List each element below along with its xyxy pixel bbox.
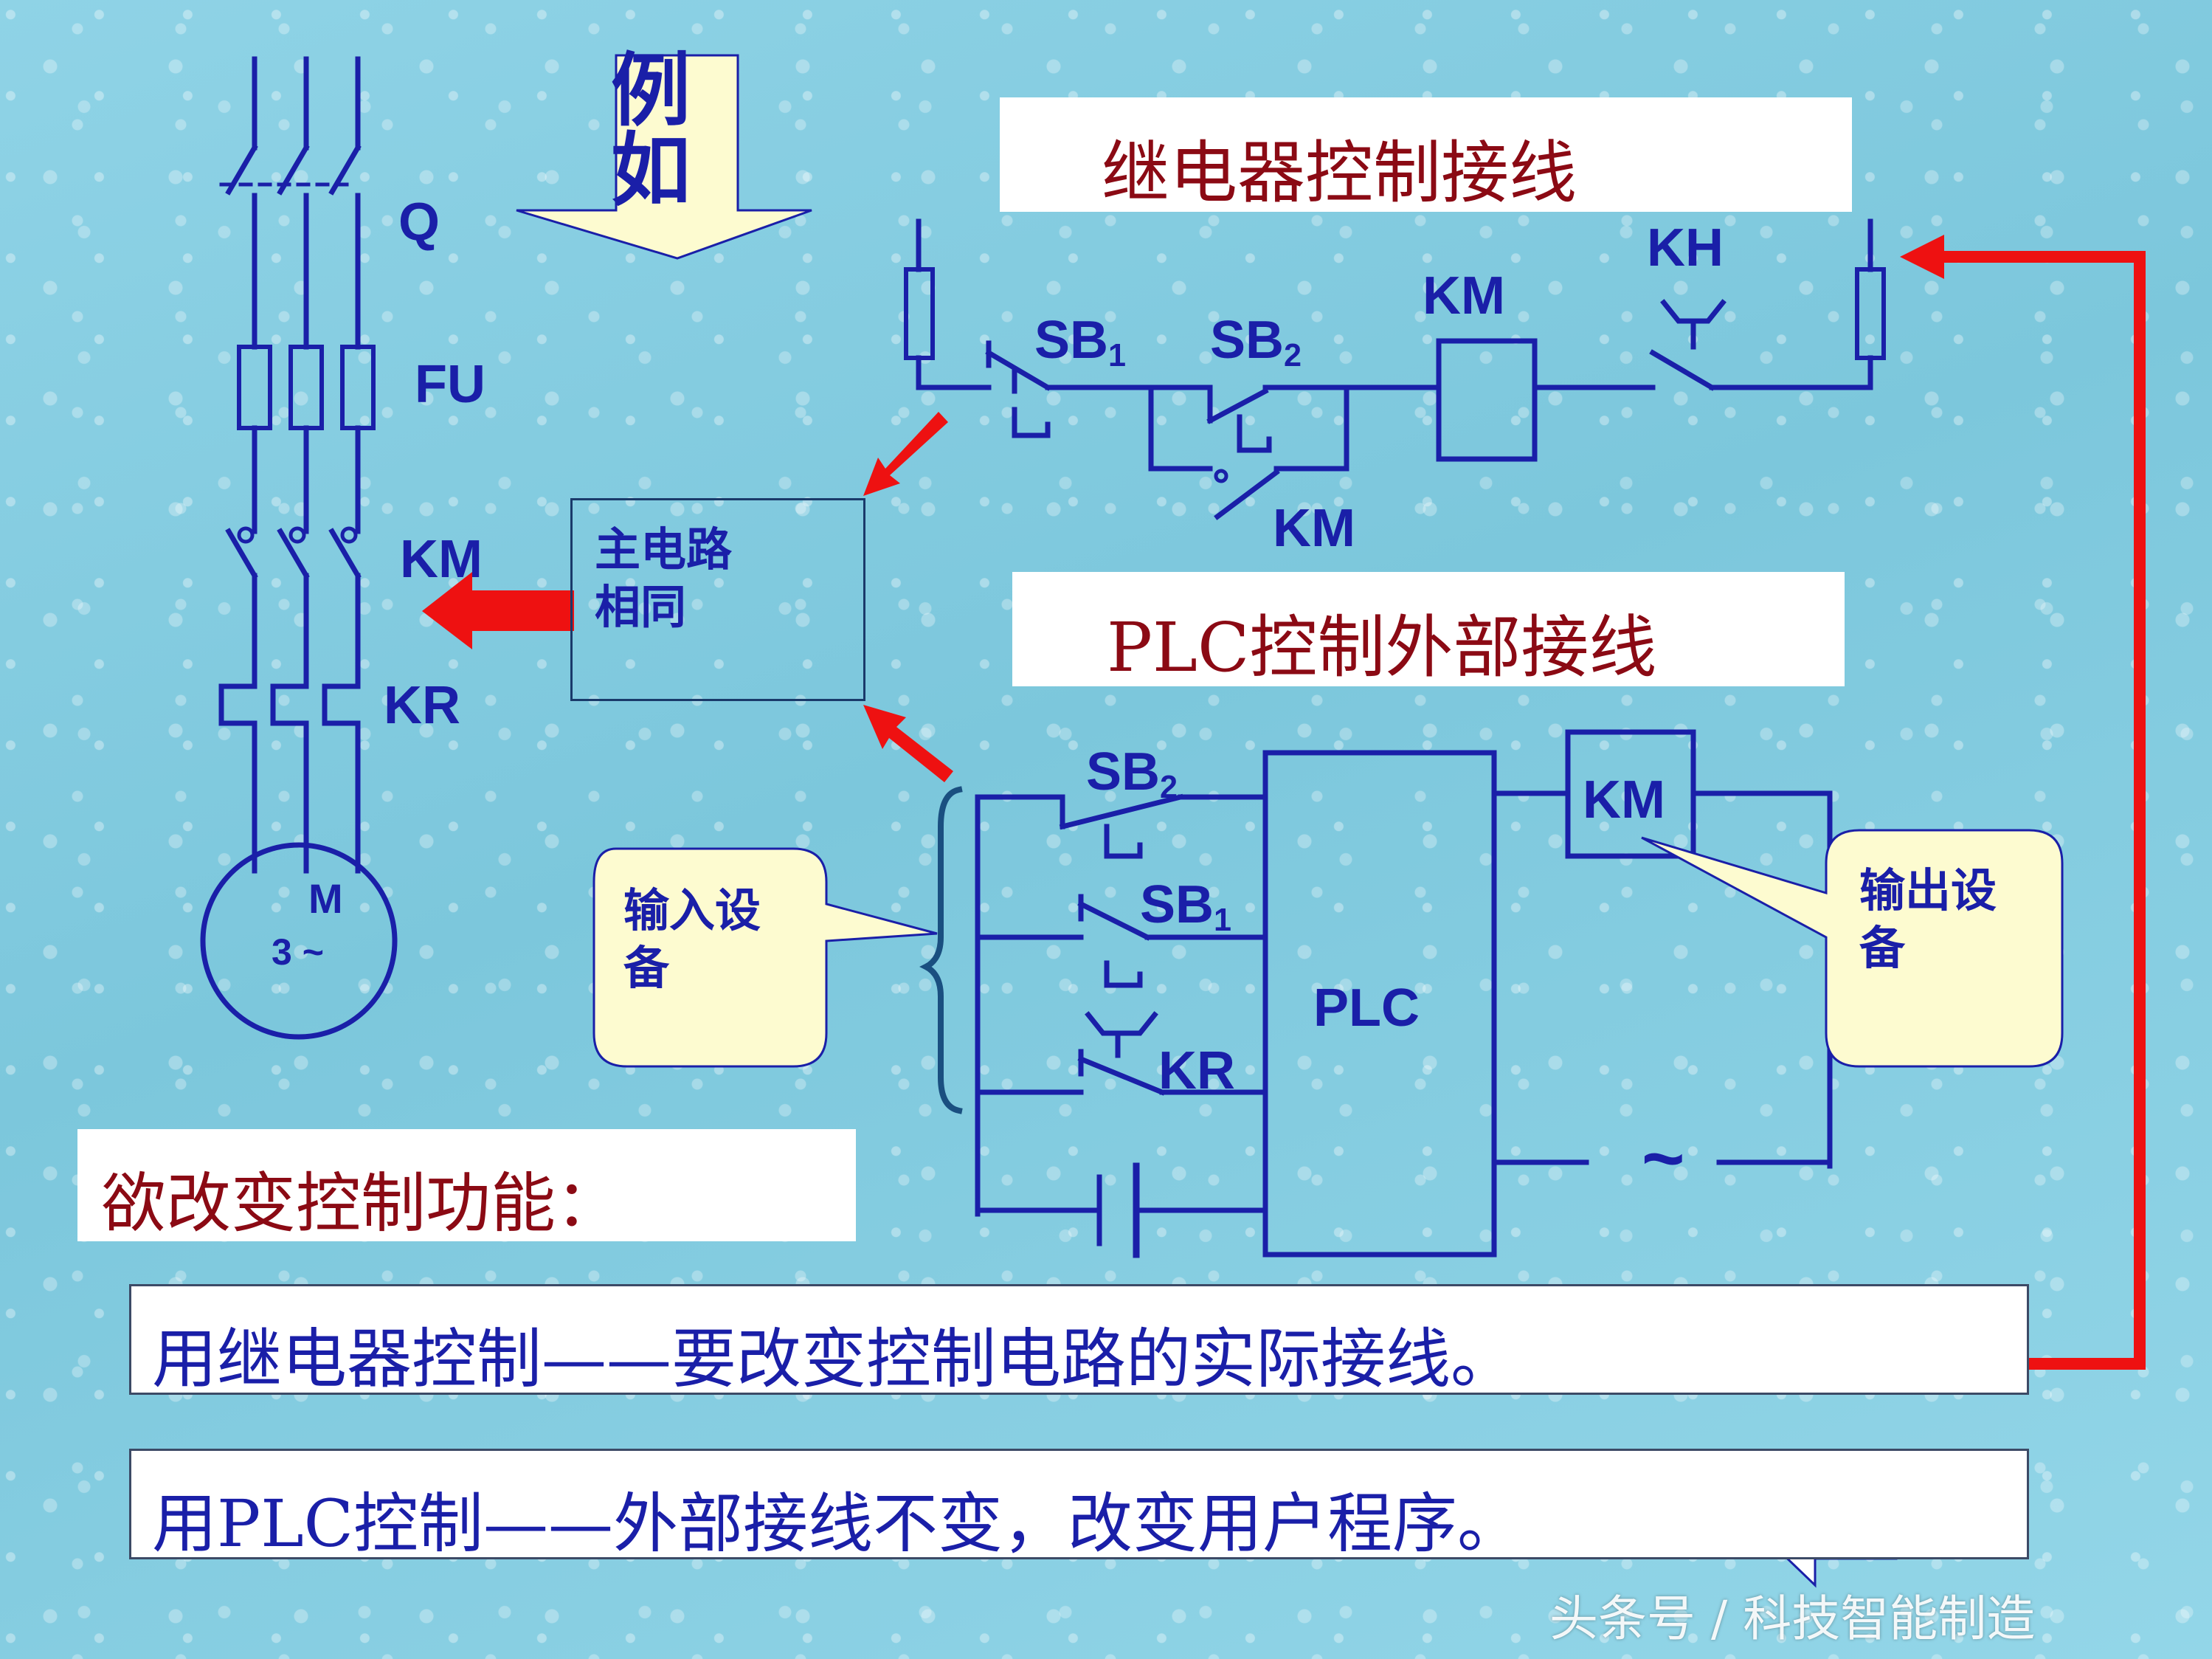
arrow-plc-to-box — [863, 705, 953, 782]
relay-title: 继电器控制接线 — [1102, 134, 1577, 213]
q-label: Q — [398, 193, 440, 252]
same-main-circuit-box: 主电路相同 — [570, 498, 865, 701]
sb2-relay-label: SB2 — [1210, 311, 1302, 373]
example-down-arrow — [516, 54, 812, 260]
change-control-box: 欲改变控制功能： — [77, 1129, 856, 1241]
example-label: 例如 — [611, 45, 691, 217]
output-callout-bubble — [1641, 829, 2064, 1068]
arrow-to-main-circuit — [422, 572, 574, 649]
arrow-relay-to-box — [863, 412, 948, 496]
main-circuit-wires — [200, 56, 398, 1040]
fu-label: FU — [415, 355, 485, 414]
change-control-text: 欲改变控制功能： — [101, 1165, 621, 1241]
plc-wiring — [975, 729, 1833, 1258]
relay-title-box: 继电器控制接线 — [1000, 97, 1852, 213]
plc-statement-text: 用PLC控制——外部接线不变，改变用户程序。 — [152, 1486, 1522, 1562]
red-arrows — [422, 412, 953, 782]
same-main-circuit-text: 主电路相同 — [595, 522, 733, 634]
kr-main-label: KR — [384, 676, 460, 735]
motor-phase-label: 3 ~ — [272, 931, 324, 973]
motor-circle — [200, 842, 398, 1040]
input-brace — [919, 786, 963, 1114]
plc-title-box: PLC控制外部接线 — [1012, 572, 1845, 687]
plc-title: PLC控制外部接线 — [1107, 608, 1657, 687]
kr-plc-label: KR — [1158, 1041, 1235, 1100]
relay-statement-box: 用继电器控制——要改变控制电路的实际接线。 — [129, 1284, 2029, 1397]
km-coil-label: KM — [1423, 266, 1505, 325]
km-main-label: KM — [400, 530, 483, 589]
input-devices-label: 输入设备 — [623, 883, 761, 995]
input-callout-bubble — [592, 847, 938, 1068]
watermark: 头条号 / 科技智能制造 — [1549, 1590, 2036, 1647]
kh-label: KH — [1647, 218, 1724, 277]
km-output-label: KM — [1583, 770, 1665, 830]
relay-statement-text: 用继电器控制——要改变控制电路的实际接线。 — [152, 1321, 1516, 1397]
sb1-relay-label: SB1 — [1034, 311, 1127, 373]
ac-source-label: ~ — [1642, 1117, 1685, 1200]
relay-control-wires — [904, 218, 1886, 520]
output-devices-label: 输出设备 — [1859, 863, 1997, 975]
plc-block-label: PLC — [1313, 979, 1420, 1038]
motor-m-label: M — [308, 875, 343, 922]
sb1-plc-label: SB1 — [1140, 875, 1232, 938]
sb2-plc-label: SB2 — [1086, 742, 1178, 805]
feedback-arrow — [1900, 235, 2146, 1370]
plc-statement-box: 用PLC控制——外部接线不变，改变用户程序。 — [129, 1449, 2029, 1562]
km-contact-label: KM — [1273, 499, 1355, 558]
